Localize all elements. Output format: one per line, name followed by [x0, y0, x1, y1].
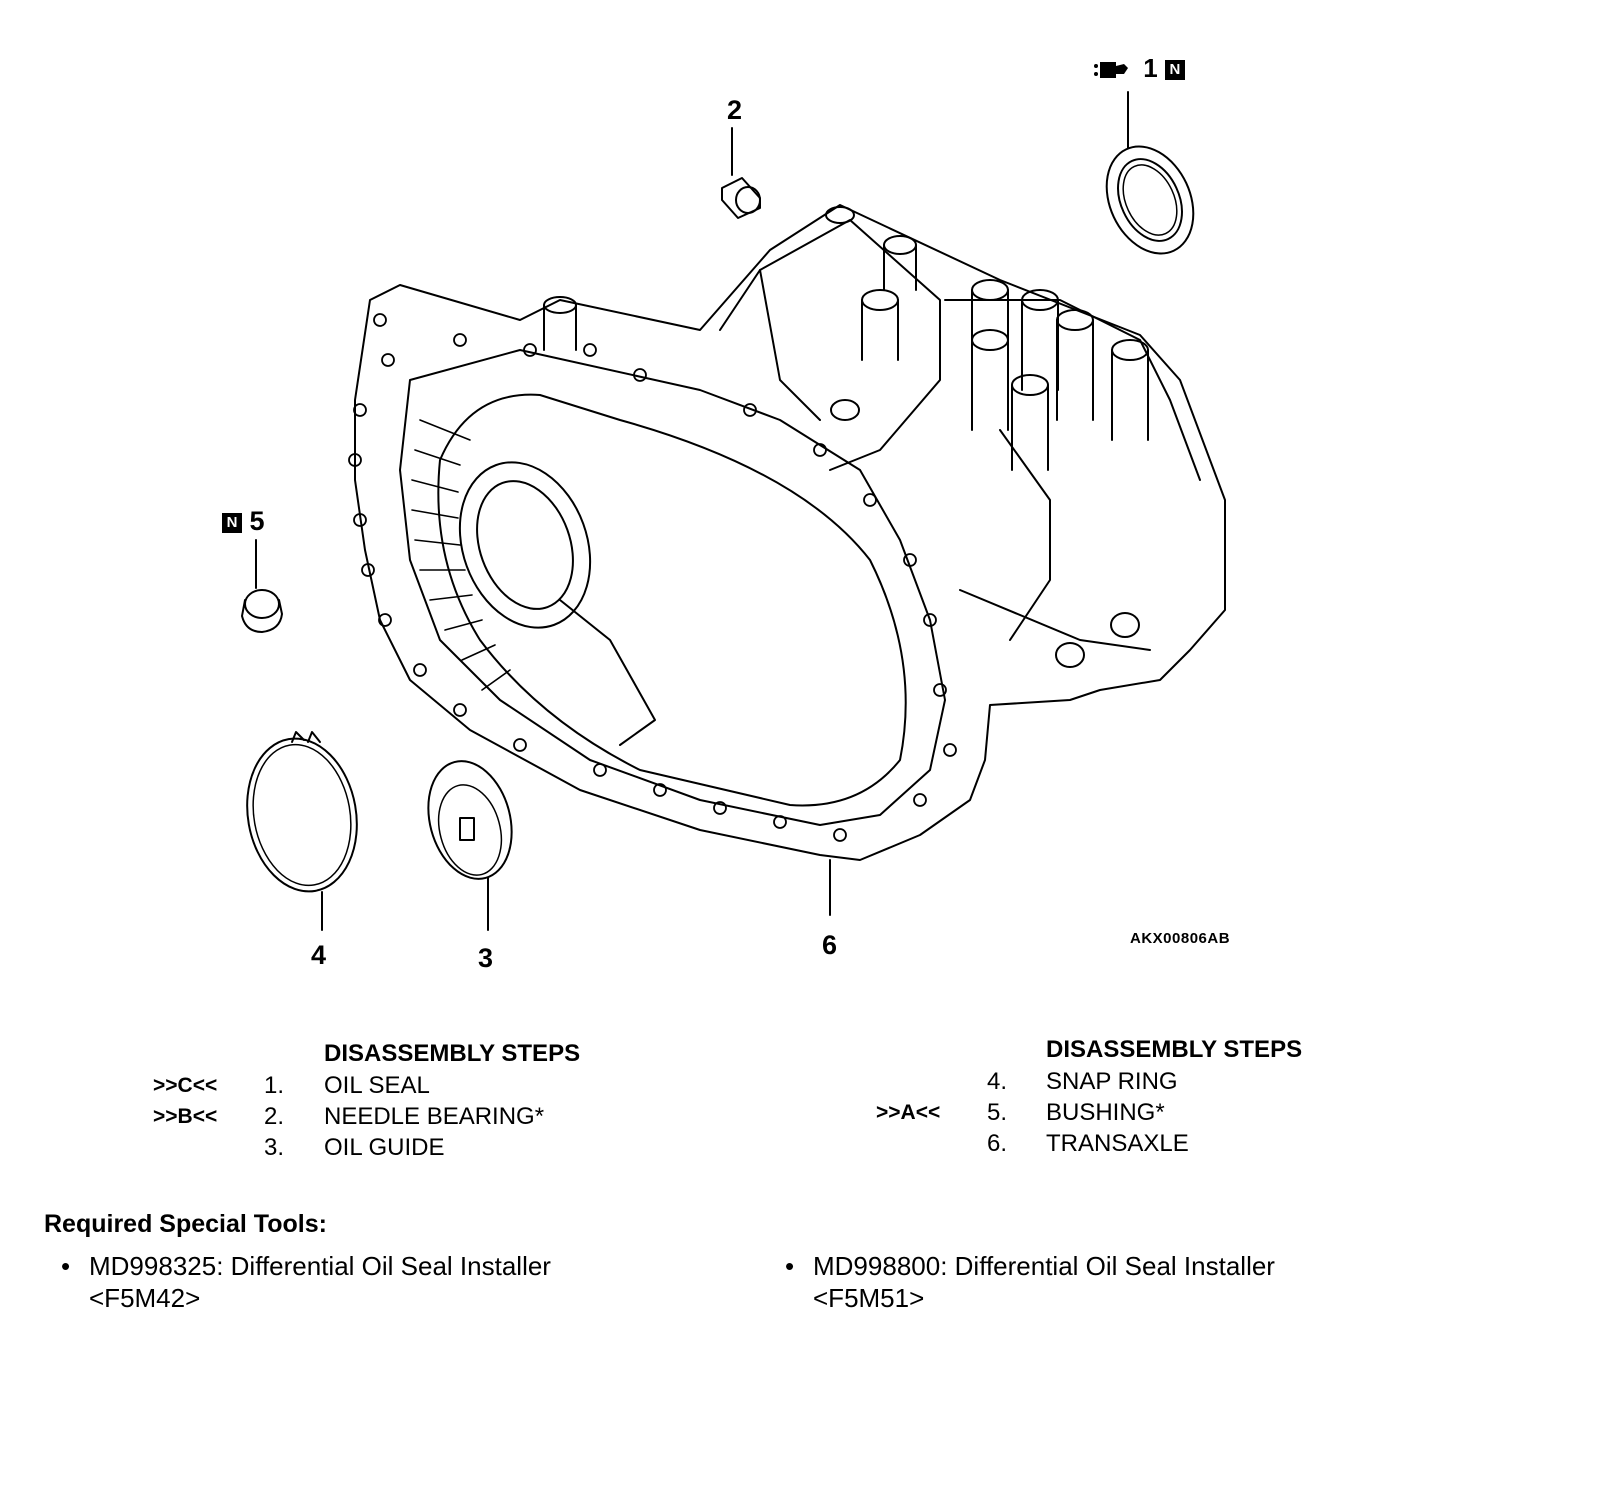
callout-6: 6 [822, 930, 838, 960]
tool-name: MD998325: Differential Oil Seal Installe… [89, 1251, 551, 1281]
step-row: >>C<< 1. OIL SEAL [0, 1072, 800, 1102]
callout-1-label: 1 [1143, 53, 1158, 83]
tool-variant: <F5M51> [813, 1283, 925, 1313]
step-marker: >>C<< [153, 1074, 218, 1097]
step-label: TRANSAXLE [1046, 1130, 1189, 1157]
step-label: BUSHING* [1046, 1099, 1165, 1126]
steps-heading-left: DISASSEMBLY STEPS [324, 1040, 581, 1067]
tool-item: • MD998800: Differential Oil Seal Instal… [785, 1250, 1275, 1314]
callout-4: 4 [311, 940, 327, 970]
bushing-part-5 [241, 539, 283, 633]
sealant-tube-icon [1094, 62, 1128, 79]
step-label: OIL SEAL [324, 1072, 430, 1099]
oil-guide-part-3 [427, 760, 513, 931]
step-marker: >>A<< [876, 1101, 941, 1124]
snap-ring-part-4 [246, 731, 358, 931]
step-row: >>B<< 2. NEEDLE BEARING* [0, 1103, 800, 1133]
callout-5: N 5 [222, 508, 265, 535]
callout-3: 3 [478, 943, 494, 973]
step-label: SNAP RING [1046, 1068, 1178, 1095]
callout-5-label: 5 [249, 506, 265, 536]
callout-1: 1 N [1094, 55, 1185, 84]
required-tools-heading: Required Special Tools: [44, 1210, 327, 1238]
oil-seal-part-1 [1105, 91, 1195, 255]
step-marker: >>B<< [153, 1105, 218, 1128]
needle-bearing-part-2 [721, 127, 761, 219]
step-row: >>A<< 5. BUSHING* [0, 1099, 1600, 1129]
bullet-icon: • [61, 1251, 71, 1281]
n-badge: N [1164, 60, 1185, 81]
callout-2: 2 [727, 95, 743, 125]
step-label: OIL GUIDE [324, 1134, 445, 1161]
step-number: 5. [987, 1099, 1008, 1126]
step-row: 6. TRANSAXLE [0, 1130, 1600, 1160]
tool-item: • MD998325: Differential Oil Seal Instal… [61, 1250, 551, 1314]
exploded-view-figure: 1 N 2 N 5 4 3 6 AKX00806AB [222, 55, 1231, 973]
step-number: 2. [264, 1103, 285, 1130]
step-number: 3. [264, 1134, 285, 1161]
step-number: 6. [987, 1130, 1008, 1157]
transaxle-drawing [241, 91, 1226, 931]
n-badge: N [222, 512, 242, 533]
step-row: 3. OIL GUIDE [0, 1134, 800, 1164]
tool-name: MD998800: Differential Oil Seal Installe… [813, 1251, 1275, 1281]
steps-heading-right: DISASSEMBLY STEPS [1046, 1036, 1303, 1063]
step-number: 4. [987, 1068, 1008, 1095]
step-row: 4. SNAP RING [0, 1068, 1600, 1098]
step-number: 1. [264, 1072, 285, 1099]
tool-variant: <F5M42> [89, 1283, 201, 1313]
step-label: NEEDLE BEARING* [324, 1103, 545, 1130]
bullet-icon: • [785, 1251, 795, 1281]
figure-code: AKX00806AB [1130, 930, 1231, 947]
transaxle-housing [348, 204, 1226, 861]
